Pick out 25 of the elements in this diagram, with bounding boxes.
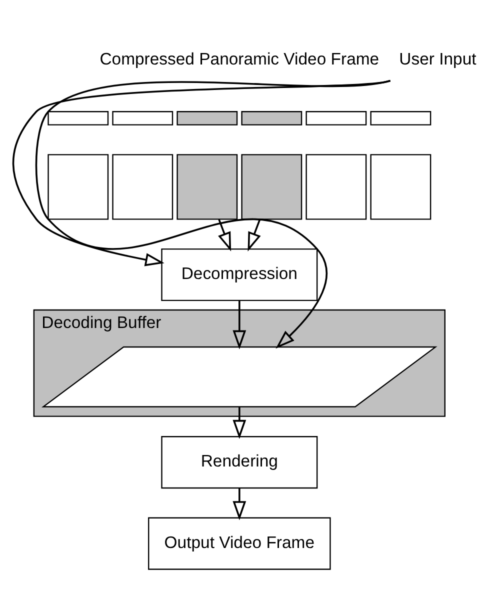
arrow [232, 488, 246, 520]
node-box: Decompression [161, 248, 318, 302]
node-box [241, 111, 302, 126]
node-box [306, 154, 367, 220]
arrow [232, 300, 246, 350]
node-box: Rendering [161, 436, 318, 489]
label: Compressed Panoramic Video Frame [100, 50, 380, 69]
node-box [176, 111, 238, 126]
arrow [248, 219, 261, 252]
cluster: Decoding Buffer [33, 309, 446, 417]
node-box [112, 154, 174, 220]
node-box [370, 111, 432, 126]
node-box [48, 154, 109, 220]
node-box [176, 154, 238, 220]
node-box: Output Video Frame [148, 517, 331, 570]
node-parallelogram [42, 346, 438, 408]
node-box [306, 111, 367, 126]
node-box [48, 111, 109, 126]
arrow [218, 219, 232, 252]
arrow [232, 407, 246, 440]
node-box [112, 111, 174, 126]
node-box [241, 154, 302, 220]
node-box [370, 154, 432, 220]
arrow [35, 80, 390, 349]
node-text: User Input [399, 50, 476, 69]
